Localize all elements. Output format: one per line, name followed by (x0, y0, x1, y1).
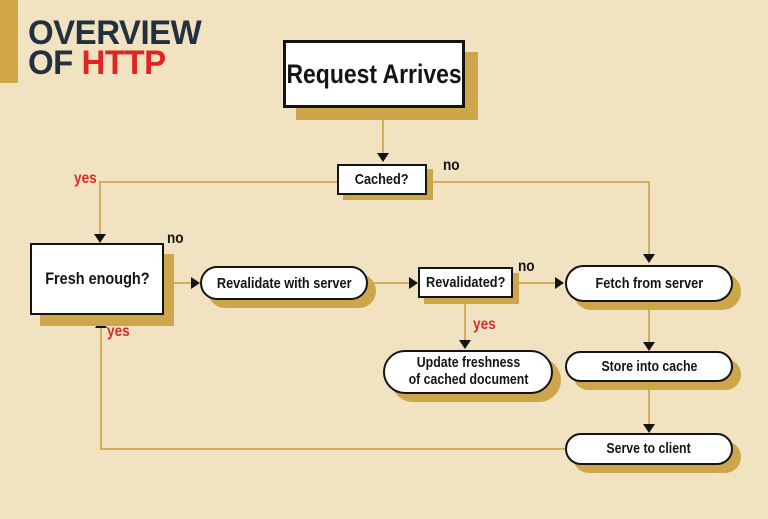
arrow-down-icon (459, 340, 471, 349)
node-label: Fetch from server (595, 275, 703, 292)
node-label: Store into cache (601, 358, 697, 375)
edge-revalidate-to-revalidated-line (368, 282, 410, 284)
arrow-up-icon (95, 319, 107, 328)
edge-label-revalidated-no: no (518, 258, 535, 275)
title-line1: OVERVIEW (28, 14, 202, 52)
arrow-down-icon (94, 234, 106, 243)
node-revalidated: Revalidated? (418, 267, 513, 298)
node-request-arrives: Request Arrives (283, 40, 465, 108)
node-label: Revalidate with server (216, 274, 352, 292)
arrow-down-icon (643, 424, 655, 433)
arrow-down-icon (643, 254, 655, 263)
node-label: Fresh enough? (44, 269, 150, 288)
arrow-down-icon (377, 153, 389, 162)
node-fetch-from-server: Fetch from server (565, 265, 733, 302)
node-label: Request Arrives (286, 58, 462, 89)
node-label: Revalidated? (425, 274, 506, 291)
edge-revalidated-to-fetch-line (513, 282, 555, 284)
node-label: Serve to client (606, 441, 692, 457)
edge-label-revalidated-yes: yes (473, 316, 496, 333)
node-fresh-enough: Fresh enough? (30, 243, 164, 315)
edge-store-to-serve-line (648, 382, 650, 425)
edge-label-cached-no: no (443, 157, 460, 174)
edge-cached-no-vline (648, 181, 650, 257)
node-label-line2: of cached document (408, 372, 528, 388)
edge-cached-no-hline (427, 181, 649, 183)
arrow-right-icon (409, 277, 418, 289)
node-revalidate-with-server: Revalidate with server (200, 266, 368, 300)
edge-label-loop-yes: yes (107, 323, 130, 340)
arrow-right-icon (555, 277, 564, 289)
title-http: HTTP (81, 44, 167, 82)
node-label: Cached? (355, 171, 409, 188)
node-serve-to-client: Serve to client (565, 433, 733, 465)
node-cached: Cached? (337, 164, 427, 195)
edge-fresh-to-revalidate-line (164, 282, 192, 284)
edge-cached-yes-vline (99, 181, 101, 236)
edge-cached-yes-hline (100, 181, 338, 183)
edge-label-cached-yes: yes (74, 170, 97, 187)
arrow-down-icon (643, 342, 655, 351)
node-store-into-cache: Store into cache (565, 351, 733, 382)
edge-revalidated-to-update-line (464, 298, 466, 340)
edge-serve-loop-vline (100, 328, 102, 450)
title-of: OF (28, 44, 82, 82)
page-title: OVERVIEW OF HTTP (28, 16, 202, 80)
arrow-right-icon (191, 277, 200, 289)
edge-label-fresh-no: no (167, 230, 184, 247)
edge-serve-loop-hline (101, 448, 565, 450)
edge-fetch-to-store-line (648, 302, 650, 343)
gold-accent-bar (0, 0, 18, 83)
node-label-line1: Update freshness (416, 355, 520, 371)
edge-request-to-cached-line (382, 110, 384, 156)
